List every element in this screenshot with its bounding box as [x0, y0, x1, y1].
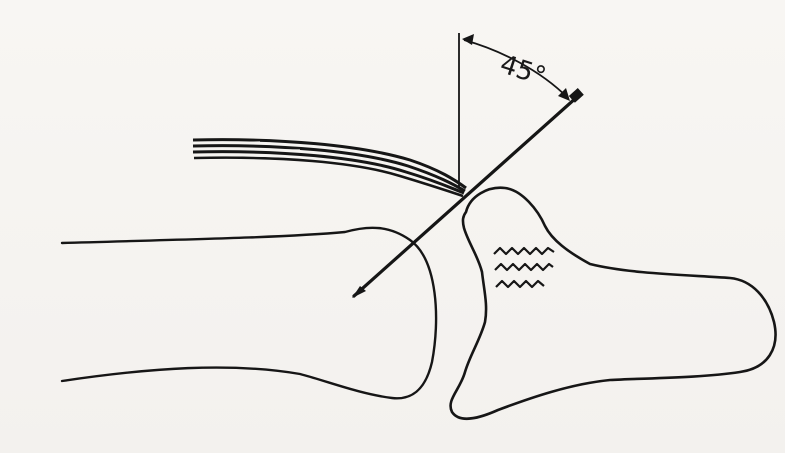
proximal-bone-outline: [62, 228, 436, 399]
angle-label: 45°: [496, 50, 549, 93]
cartilage-zigzag-2: [495, 264, 553, 270]
k-wire-needle: [352, 88, 584, 298]
tendon-strand: [193, 140, 466, 196]
cartilage-zigzag-3: [496, 281, 544, 287]
cartilage-zigzag-1: [494, 248, 554, 254]
distal-bone-outline: [451, 188, 776, 419]
